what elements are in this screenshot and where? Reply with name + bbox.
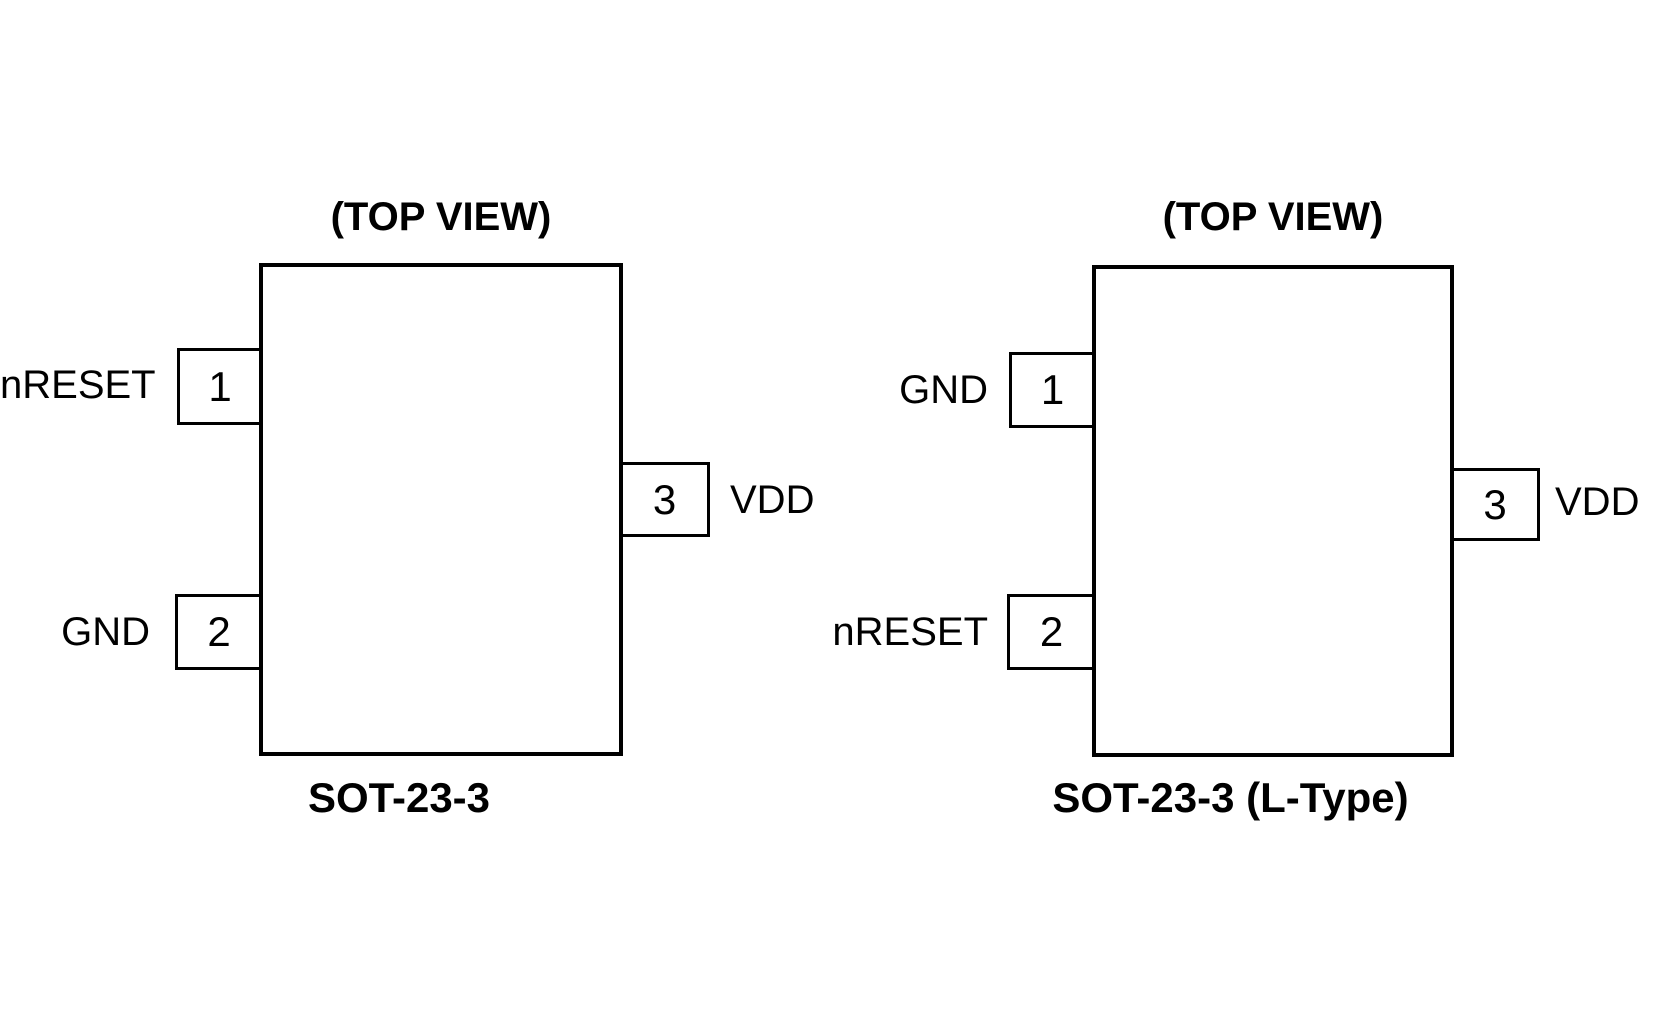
pin-label-nreset: nRESET (832, 610, 988, 654)
top-view-title: (TOP VIEW) (1162, 195, 1384, 239)
pin-label-vdd: VDD (1555, 480, 1640, 524)
package-caption: SOT-23-3 (307, 774, 491, 821)
pin-number-1: 1 (1040, 366, 1065, 413)
pin-number-2: 2 (1039, 608, 1064, 655)
pin-box-1: 1 (1009, 352, 1096, 428)
pin-box-3: 3 (1450, 468, 1540, 541)
pin-box-2: 2 (175, 594, 263, 670)
package-caption: SOT-23-3 (L-Type) (1052, 774, 1409, 821)
top-view-title: (TOP VIEW) (330, 195, 552, 239)
pin-number-1: 1 (208, 362, 232, 410)
pin-label-nreset: nRESET (0, 363, 156, 407)
pin-label-vdd: VDD (730, 478, 815, 522)
package-body (1092, 265, 1454, 757)
pin-box-1: 1 (177, 348, 263, 425)
pin-box-3: 3 (619, 462, 710, 537)
pin-number-2: 2 (207, 608, 231, 655)
pin-number-3: 3 (1483, 480, 1507, 528)
pin-label-gnd: GND (899, 368, 988, 412)
pin-number-3: 3 (652, 475, 677, 523)
pin-box-2: 2 (1007, 594, 1096, 670)
package-body (259, 263, 623, 756)
pin-label-gnd: GND (61, 610, 150, 654)
